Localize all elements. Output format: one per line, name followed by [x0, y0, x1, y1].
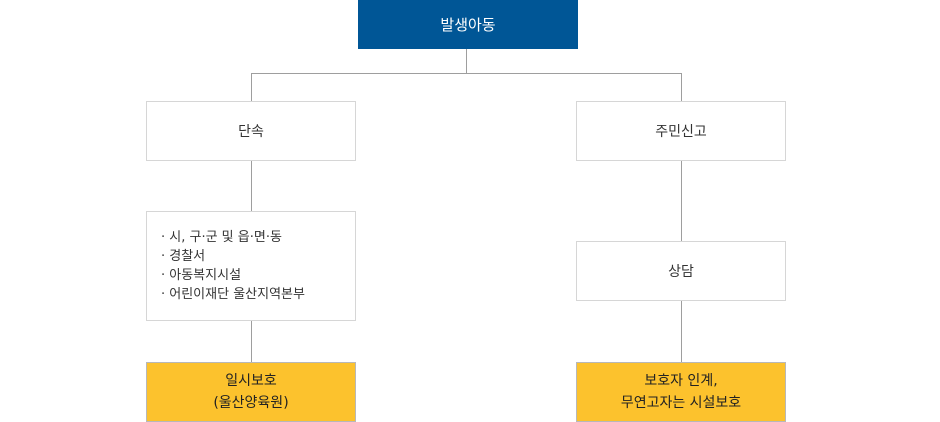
connector-to-left-step1 [251, 73, 252, 102]
connector-branch [251, 73, 682, 74]
list-item: 어린이재단 울산지역본부 [161, 285, 305, 304]
connector-to-right-step1 [681, 73, 682, 102]
left-result-line1: 일시보호 [225, 373, 277, 389]
list-item: 경찰서 [161, 247, 305, 266]
right-result-line1: 보호자 인계, [644, 373, 718, 389]
connector-right-step2-to-result [681, 300, 682, 363]
list-item: 시, 구·군 및 읍·면·동 [161, 228, 305, 247]
left-step1-node: 단속 [146, 101, 356, 161]
connector-right-step1-to-step2 [681, 160, 682, 242]
left-step1-label: 단속 [238, 124, 264, 140]
right-result-node: 보호자 인계, 무연고자는 시설보호 [576, 362, 786, 422]
left-result-line2: (울산양육원) [213, 395, 289, 411]
connector-list-to-left-result [251, 320, 252, 363]
right-step1-label: 주민신고 [655, 124, 707, 140]
right-step2-label: 상담 [668, 264, 694, 280]
connector-root-down [466, 49, 467, 74]
left-result-node: 일시보호 (울산양육원) [146, 362, 356, 422]
agency-list-node: 시, 구·군 및 읍·면·동 경찰서 아동복지시설 어린이재단 울산지역본부 [146, 211, 356, 321]
list-item: 아동복지시설 [161, 266, 305, 285]
right-result-line2: 무연고자는 시설보호 [620, 395, 742, 411]
right-step1-node: 주민신고 [576, 101, 786, 161]
agency-list: 시, 구·군 및 읍·면·동 경찰서 아동복지시설 어린이재단 울산지역본부 [161, 228, 305, 304]
right-step2-node: 상담 [576, 241, 786, 301]
root-label: 발생아동 [440, 16, 496, 34]
connector-left-step1-to-list [251, 160, 252, 212]
root-node: 발생아동 [358, 0, 578, 49]
